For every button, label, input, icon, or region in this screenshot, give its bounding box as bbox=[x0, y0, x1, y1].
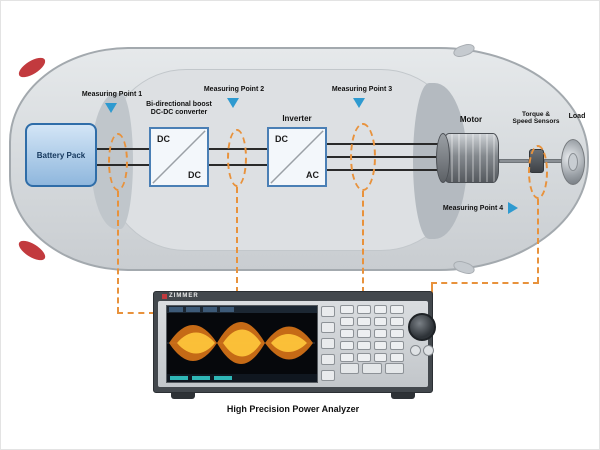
measuring-point-2-marker-icon bbox=[227, 98, 239, 108]
battery-pack-box: Battery Pack bbox=[25, 123, 97, 187]
keypad-button bbox=[340, 353, 354, 362]
analyzer-foot-left bbox=[171, 393, 195, 399]
keypad-button bbox=[356, 317, 371, 326]
function-key-button bbox=[362, 363, 382, 374]
softkey-button bbox=[321, 370, 335, 381]
measuring-ellipse-2 bbox=[227, 129, 247, 187]
function-key-button bbox=[340, 363, 360, 374]
keypad-button bbox=[390, 305, 404, 314]
analyzer-caption: High Precision Power Analyzer bbox=[226, 404, 360, 414]
rotary-knob bbox=[408, 313, 436, 341]
battery-pack-label: Battery Pack bbox=[36, 150, 86, 160]
keypad-grid bbox=[340, 305, 404, 362]
keypad-button bbox=[373, 341, 388, 350]
inverter-input-label: DC bbox=[275, 134, 288, 144]
analyzer-brand-text: ZIMMER bbox=[169, 293, 199, 299]
analyzer-brand: ZIMMER bbox=[162, 293, 199, 299]
measuring-point-3-label: Measuring Point 3 bbox=[331, 86, 393, 93]
keypad-button bbox=[373, 353, 388, 362]
dcdc-diagonal-line bbox=[152, 130, 206, 184]
dashed-line-point4-vertical bbox=[537, 199, 539, 283]
keypad-button bbox=[356, 329, 371, 338]
measuring-point-1-marker-icon bbox=[105, 103, 117, 113]
round-button bbox=[423, 345, 434, 356]
keypad-button bbox=[390, 329, 404, 338]
keypad-button bbox=[390, 317, 404, 326]
measuring-point-2-label: Measuring Point 2 bbox=[203, 86, 265, 93]
inverter-diagonal-line bbox=[270, 130, 324, 184]
dashed-line-point4-horizontal bbox=[431, 282, 539, 284]
measuring-point-1-label: Measuring Point 1 bbox=[81, 91, 143, 98]
wire-inverter-motor-3 bbox=[327, 169, 443, 171]
round-button bbox=[410, 345, 421, 356]
function-key-row bbox=[340, 363, 404, 374]
shaft-motor-sensor bbox=[499, 159, 529, 163]
motor-body bbox=[443, 133, 499, 183]
inverter-caption: Inverter bbox=[282, 114, 312, 123]
brand-logo-icon bbox=[162, 293, 167, 299]
sensor-caption: Torque & Speed Sensors bbox=[512, 111, 560, 126]
wire-inverter-motor-2 bbox=[327, 156, 443, 158]
measuring-ellipse-1 bbox=[108, 133, 128, 191]
keypad-button bbox=[373, 317, 388, 326]
motor-caption: Motor bbox=[459, 115, 483, 124]
dcdc-converter-box: DC DC bbox=[149, 127, 209, 187]
screen-status-bar bbox=[167, 374, 317, 382]
keypad-button bbox=[373, 329, 388, 338]
measuring-point-3-marker-icon bbox=[353, 98, 365, 108]
dcdc-input-label: DC bbox=[157, 134, 170, 144]
keypad-button bbox=[373, 305, 388, 314]
softkey-button bbox=[321, 322, 335, 333]
analyzer-foot-right bbox=[391, 393, 415, 399]
load-hub bbox=[568, 153, 578, 171]
measuring-point-4-marker-icon bbox=[508, 202, 518, 214]
measuring-point-4-label: Measuring Point 4 bbox=[442, 205, 504, 212]
analyzer-screen bbox=[166, 305, 318, 383]
load-caption: Load bbox=[568, 113, 586, 120]
keypad-button bbox=[390, 353, 404, 362]
inverter-output-label: AC bbox=[306, 170, 319, 180]
keypad-button bbox=[340, 341, 354, 350]
softkey-button bbox=[321, 338, 335, 349]
waveform-plot bbox=[167, 322, 315, 364]
screen-menu-bar bbox=[167, 306, 317, 313]
dcdc-converter-caption: Bi-directional boost DC-DC converter bbox=[146, 101, 212, 117]
keypad-button bbox=[390, 341, 404, 350]
keypad-button bbox=[340, 329, 354, 338]
softkey-column bbox=[321, 306, 335, 381]
dashed-line-point4-drop bbox=[431, 282, 433, 294]
dcdc-output-label: DC bbox=[188, 170, 201, 180]
measuring-ellipse-3 bbox=[350, 123, 376, 191]
measuring-ellipse-4 bbox=[528, 145, 548, 199]
inverter-box: DC AC bbox=[267, 127, 327, 187]
wire-inverter-motor-1 bbox=[327, 143, 443, 145]
dashed-line-point1-horizontal bbox=[117, 312, 155, 314]
keypad-button bbox=[356, 353, 371, 362]
softkey-button bbox=[321, 354, 335, 365]
dashed-line-point3-vertical bbox=[362, 191, 364, 293]
keypad-button bbox=[340, 305, 354, 314]
analyzer-front-panel bbox=[158, 301, 436, 387]
dashed-line-point2-vertical bbox=[236, 187, 238, 293]
motor-end-cap bbox=[436, 133, 450, 183]
keypad-button bbox=[356, 305, 371, 314]
dashed-line-point1-vertical bbox=[117, 191, 119, 313]
softkey-button bbox=[321, 306, 335, 317]
keypad-button bbox=[356, 341, 371, 350]
keypad-button bbox=[340, 317, 354, 326]
power-analyzer: ZIMMER bbox=[153, 291, 436, 393]
function-key-button bbox=[384, 363, 404, 374]
